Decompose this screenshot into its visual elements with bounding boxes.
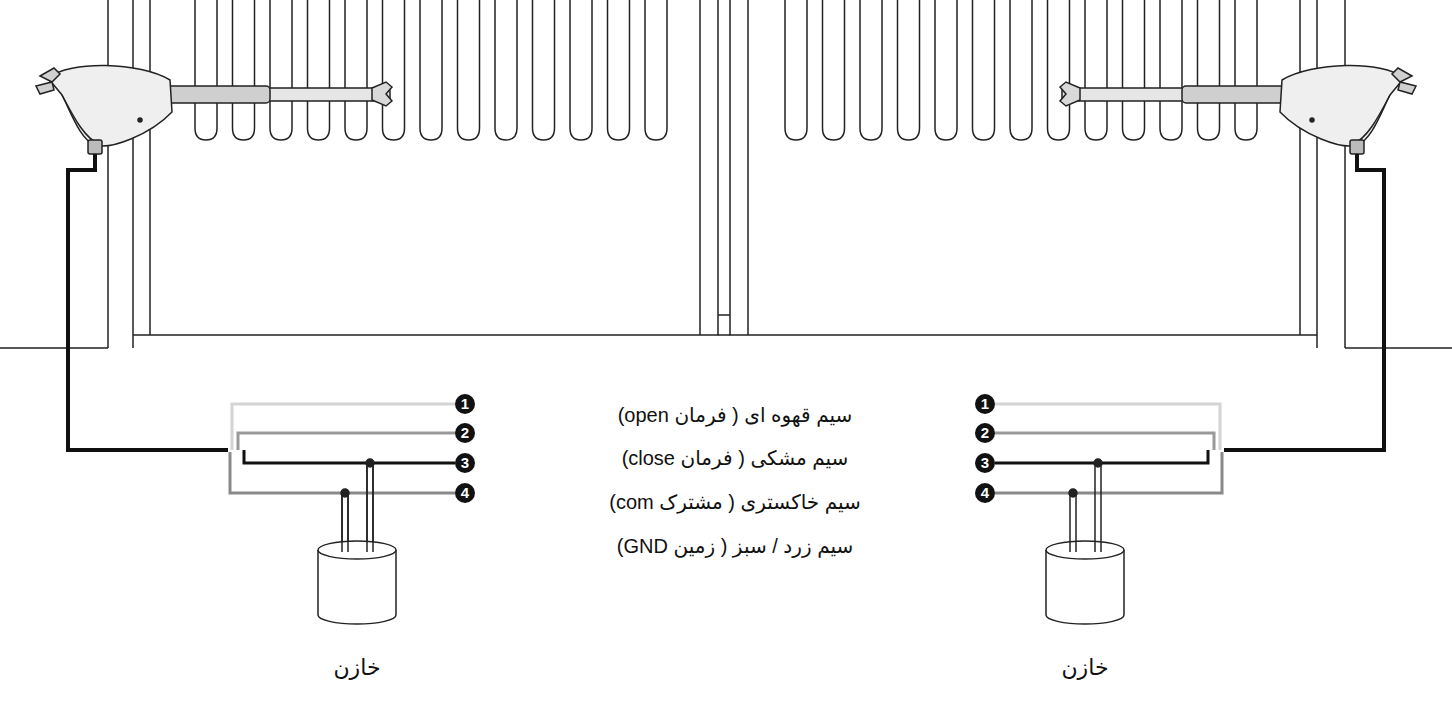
callout-number: 3 xyxy=(981,455,989,472)
wire-description: سیم قهوه ای ( فرمان open) xyxy=(618,404,853,426)
gate-picket xyxy=(898,0,920,140)
gate-picket xyxy=(608,0,630,140)
gate-picket xyxy=(1085,0,1107,140)
wire-description: سیم مشکی ( فرمان close) xyxy=(622,447,849,469)
callout-number: 1 xyxy=(981,396,989,413)
gate-picket xyxy=(1198,0,1220,140)
gate-picket xyxy=(1123,0,1145,140)
gate-picket xyxy=(233,0,255,140)
callout-number: 4 xyxy=(981,485,989,502)
gate-picket xyxy=(345,0,367,140)
gate-picket xyxy=(860,0,882,140)
gate-picket xyxy=(973,0,995,140)
callout-number: 2 xyxy=(461,425,469,442)
gate-picket xyxy=(308,0,330,140)
callout-number: 3 xyxy=(461,455,469,472)
gate-picket xyxy=(195,0,217,140)
gate-picket xyxy=(570,0,592,140)
gate-picket xyxy=(1160,0,1182,140)
component-label: خازن xyxy=(333,656,380,680)
gate-picket xyxy=(1010,0,1032,140)
gate-picket xyxy=(1048,0,1070,140)
gate-picket xyxy=(458,0,480,140)
wire-description: سیم زرد / سبز ( زمین GND) xyxy=(617,535,853,557)
gate-picket xyxy=(1235,0,1257,140)
gate-picket xyxy=(935,0,957,140)
wire-description: سیم خاکستری ( مشترک com) xyxy=(609,491,861,513)
gate-picket xyxy=(383,0,405,140)
callout-number: 1 xyxy=(461,396,469,413)
callout-number: 2 xyxy=(981,425,989,442)
gate-picket xyxy=(533,0,555,140)
callout-number: 4 xyxy=(461,485,469,502)
gate-picket xyxy=(645,0,667,140)
gate-picket xyxy=(823,0,845,140)
gate-picket xyxy=(785,0,807,140)
gate-picket xyxy=(420,0,442,140)
gate-picket xyxy=(495,0,517,140)
gate-picket xyxy=(270,0,292,140)
component-label: خازن xyxy=(1061,656,1108,680)
